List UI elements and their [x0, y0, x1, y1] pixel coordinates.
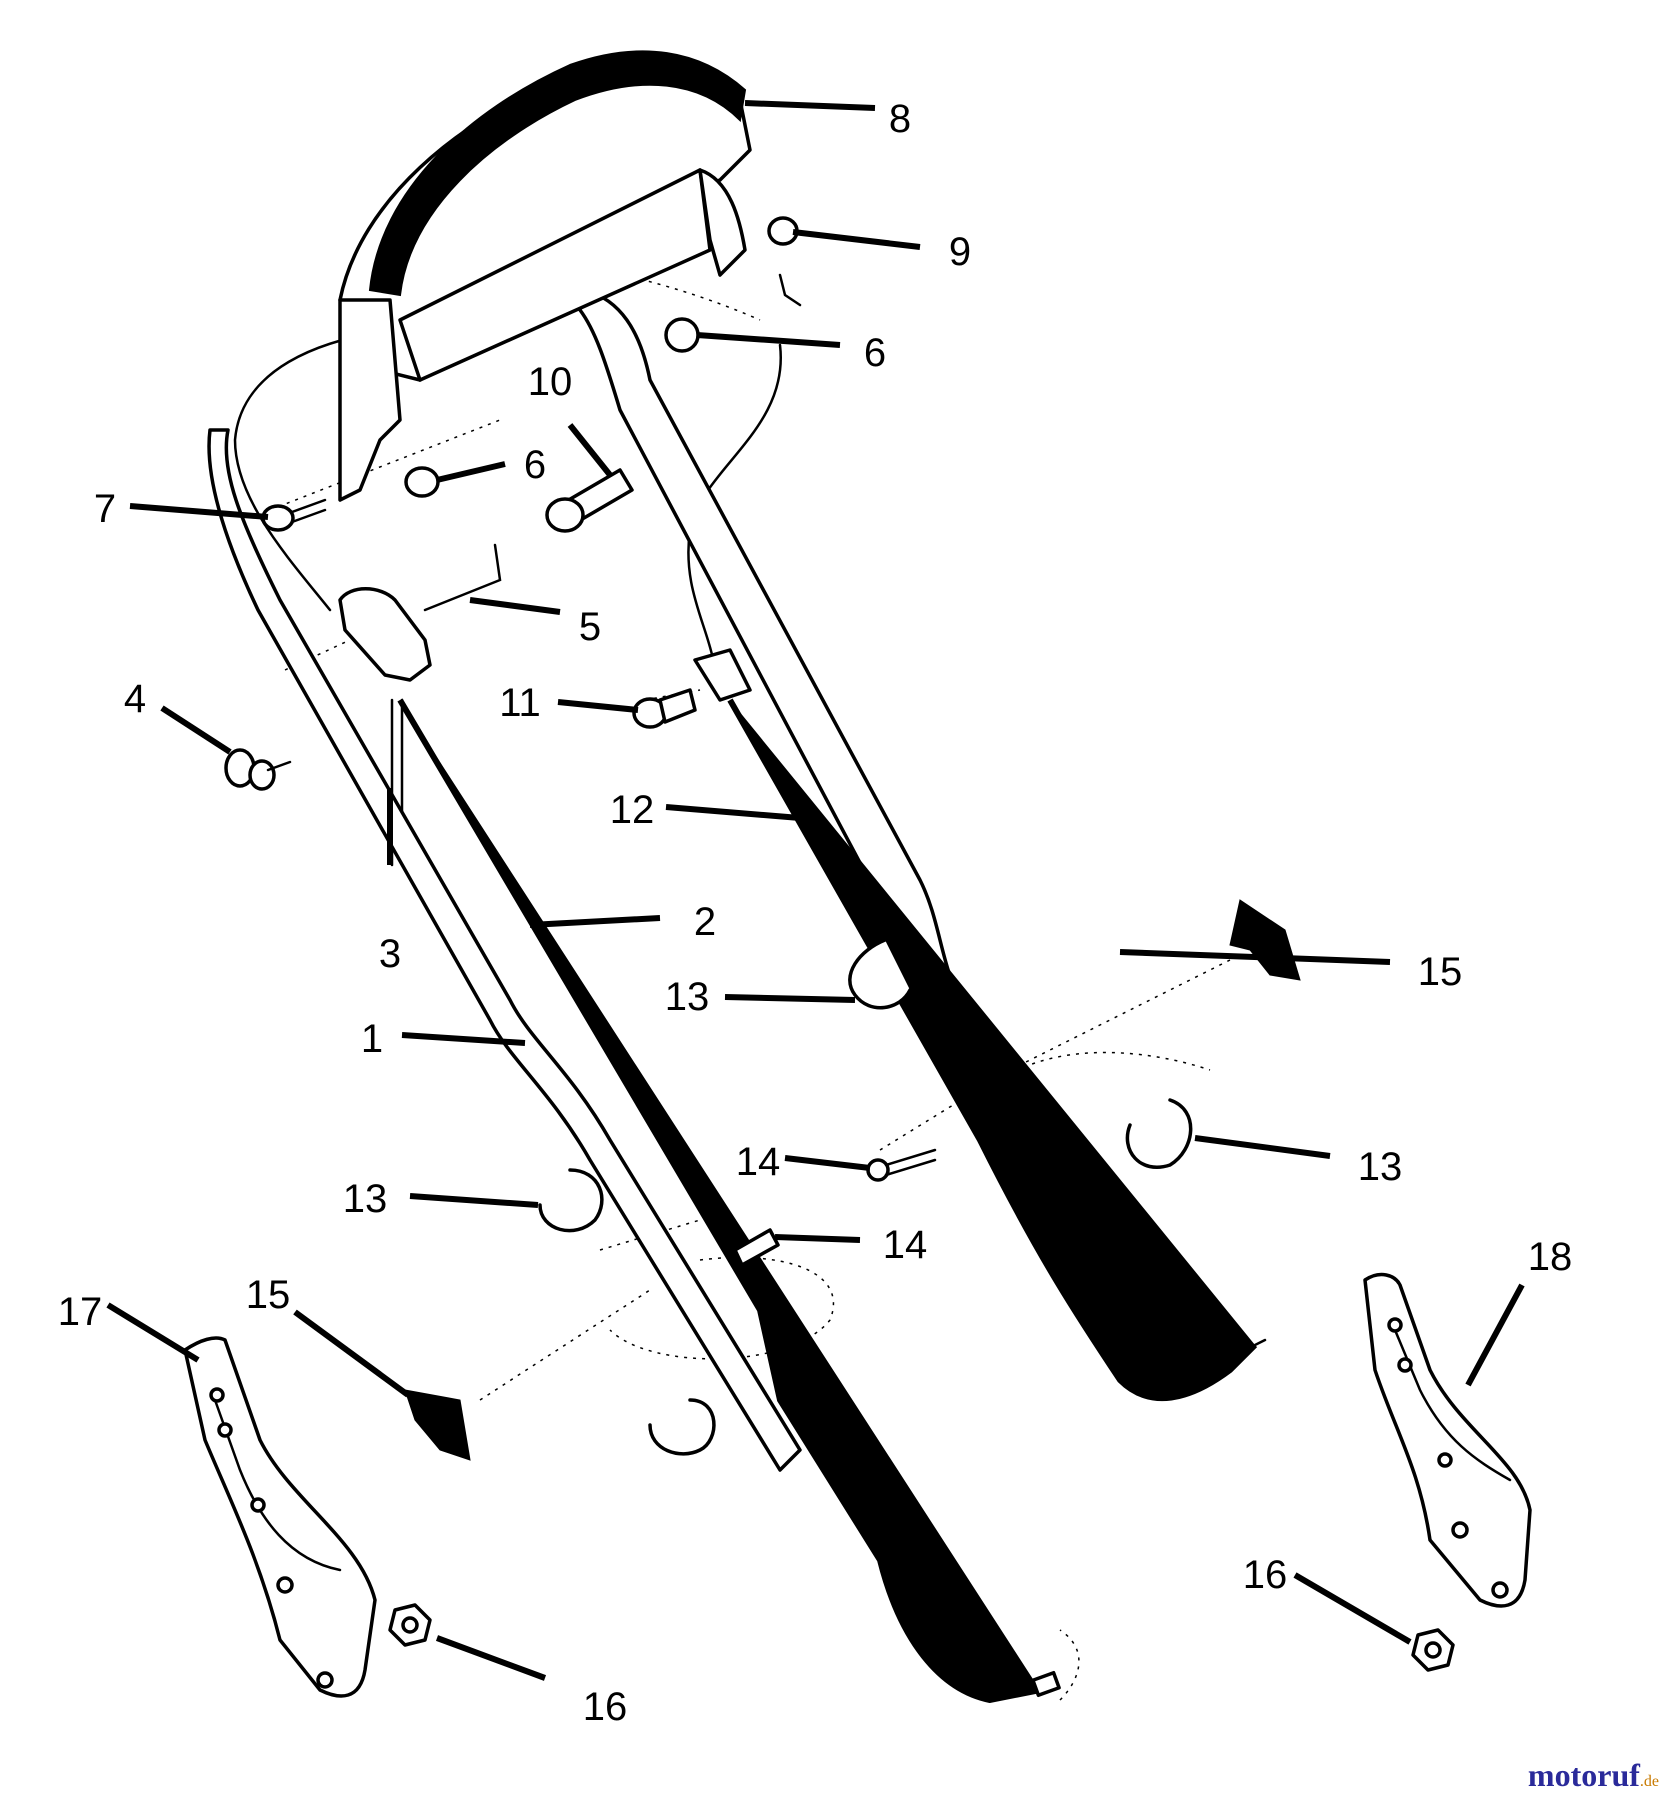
handle-grip: [368, 50, 747, 297]
callout-11: 11: [499, 681, 541, 725]
callout-13: 13: [1358, 1145, 1403, 1189]
clip-13-lower: [648, 1398, 716, 1456]
cable-2-end: [1031, 1670, 1061, 1698]
callout-8: 8: [889, 97, 911, 141]
clip-13-left: [538, 1168, 604, 1233]
bolt-4: [224, 748, 292, 791]
leader-lines: [106, 100, 1525, 1681]
bracket-18: [1363, 1272, 1532, 1608]
callout-6: 6: [524, 443, 546, 487]
callout-1: 1: [361, 1017, 383, 1061]
control-lever: [338, 587, 432, 682]
callout-4: 4: [124, 677, 146, 721]
knob-15-lower: [404, 1389, 471, 1461]
callout-14: 14: [736, 1140, 781, 1184]
callout-6: 6: [864, 331, 886, 375]
watermark: motoruf.de: [1528, 1757, 1659, 1794]
callout-15: 15: [246, 1273, 291, 1317]
callout-7: 7: [94, 487, 116, 531]
callout-9: 9: [949, 230, 971, 274]
cable-bracket: [693, 648, 752, 702]
bracket-17: [183, 1336, 377, 1698]
lever-spring: [423, 543, 502, 612]
callout-labels: 8 9 6 10 6 7 5 4 11 12 3 2 13 15 1 14 13…: [58, 97, 1573, 1729]
screw-11: [632, 688, 697, 729]
callout-2: 2: [694, 900, 716, 944]
pin-14-upper: [866, 1148, 937, 1182]
knob-15-upper: [1229, 899, 1301, 981]
callout-14: 14: [883, 1223, 928, 1267]
washer-9: [767, 216, 799, 246]
nut-16-right: [1411, 1628, 1455, 1672]
watermark-tld: .de: [1639, 1773, 1659, 1790]
watermark-name: motoruf: [1527, 1757, 1640, 1793]
cable-2: [397, 698, 1041, 1704]
callout-17: 17: [58, 1290, 103, 1334]
callout-12: 12: [610, 788, 655, 832]
bolt-10: [545, 468, 634, 533]
cable-12: [727, 698, 1258, 1402]
callout-18: 18: [1528, 1235, 1573, 1279]
handle-lower-left: [207, 428, 802, 1472]
callout-13: 13: [665, 975, 710, 1019]
washer-6-upper: [664, 317, 700, 353]
callout-13: 13: [343, 1177, 388, 1221]
callout-10: 10: [528, 360, 573, 404]
pin-14-lower: [733, 1228, 780, 1267]
callout-16: 16: [583, 1685, 628, 1729]
callout-5: 5: [579, 605, 601, 649]
pin-9: [778, 273, 802, 307]
knob-7: [261, 498, 327, 532]
callout-15: 15: [1418, 950, 1463, 994]
nut-16-left: [388, 1603, 432, 1647]
callout-16: 16: [1243, 1553, 1288, 1597]
clip-13-upper: [848, 938, 912, 1010]
washer-6-lower: [404, 466, 440, 498]
clip-13-right: [1125, 1098, 1193, 1169]
cable-12-end: [1253, 1338, 1267, 1347]
callout-3: 3: [379, 932, 401, 976]
